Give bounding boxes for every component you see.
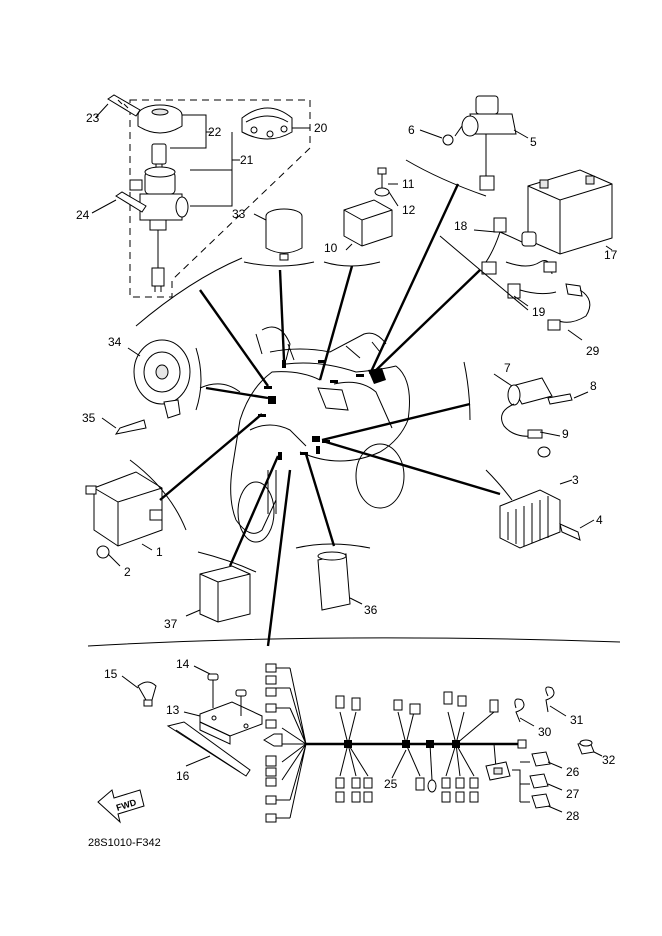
callout-16: 16: [176, 769, 190, 783]
callout-35: 35: [82, 411, 96, 425]
callout-26: 26: [566, 765, 580, 779]
part-wires-18-19-29: [473, 217, 591, 341]
callout-24: 24: [76, 208, 90, 222]
parts-26-27-28-connectors: [512, 751, 563, 813]
callout-22: 22: [208, 125, 222, 139]
callout-37: 37: [164, 617, 178, 631]
part-36: [317, 551, 363, 611]
scooter-outline: [230, 326, 410, 543]
callout-13: 13: [166, 703, 180, 717]
part-33: [253, 208, 303, 261]
part-cdi-unit: [85, 471, 163, 567]
part-relay-10: [343, 167, 399, 251]
callout-34: 34: [108, 335, 122, 349]
part-bracket-13-14: [183, 665, 263, 745]
callout-36: 36: [364, 603, 378, 617]
callout-5: 5: [530, 135, 537, 149]
callout-25: 25: [384, 777, 398, 791]
callout-23: 23: [86, 111, 100, 125]
callout-1: 1: [156, 545, 163, 559]
callout-33: 33: [232, 207, 246, 221]
callout-3: 3: [572, 473, 579, 487]
callout-8: 8: [590, 379, 597, 393]
callout-31: 31: [570, 713, 584, 727]
part-horn: [101, 339, 191, 435]
callout-leader-lines: [87, 159, 621, 647]
callout-28: 28: [566, 809, 580, 823]
callout-20: 20: [314, 121, 328, 135]
part-37: [185, 565, 251, 623]
main-switch-assembly: [91, 94, 311, 298]
callout-30: 30: [538, 725, 552, 739]
part-band-16: [166, 721, 251, 777]
callout-18: 18: [454, 219, 468, 233]
callout-numbers: 23 22 20 21 24 6 5 11 12 10 33 18 17 19 …: [76, 111, 618, 823]
callout-32: 32: [602, 753, 616, 767]
callout-19: 19: [532, 305, 546, 319]
callout-4: 4: [596, 513, 603, 527]
callout-11: 11: [402, 177, 415, 191]
callout-2: 2: [124, 565, 131, 579]
parts-30-31-32: [514, 686, 603, 757]
part-ignition-coil: [493, 373, 589, 458]
callout-27: 27: [566, 787, 580, 801]
callout-7: 7: [504, 361, 511, 375]
callout-9: 9: [562, 427, 569, 441]
callout-15: 15: [104, 667, 118, 681]
drawing-code: 28S1010-F342: [88, 837, 161, 849]
callout-29: 29: [586, 344, 600, 358]
callout-10: 10: [324, 241, 338, 255]
fwd-arrow-icon: FWD: [97, 789, 145, 824]
callout-14: 14: [176, 657, 190, 671]
part-battery: [527, 169, 613, 255]
callout-12: 12: [402, 203, 416, 217]
wire-harness-25: [263, 663, 527, 823]
part-rectifier: [499, 479, 595, 549]
callout-21: 21: [240, 153, 254, 167]
callout-17: 17: [604, 248, 618, 262]
callout-6: 6: [408, 123, 415, 137]
part-actuator: [419, 95, 529, 191]
part-clip-15: [121, 675, 157, 707]
